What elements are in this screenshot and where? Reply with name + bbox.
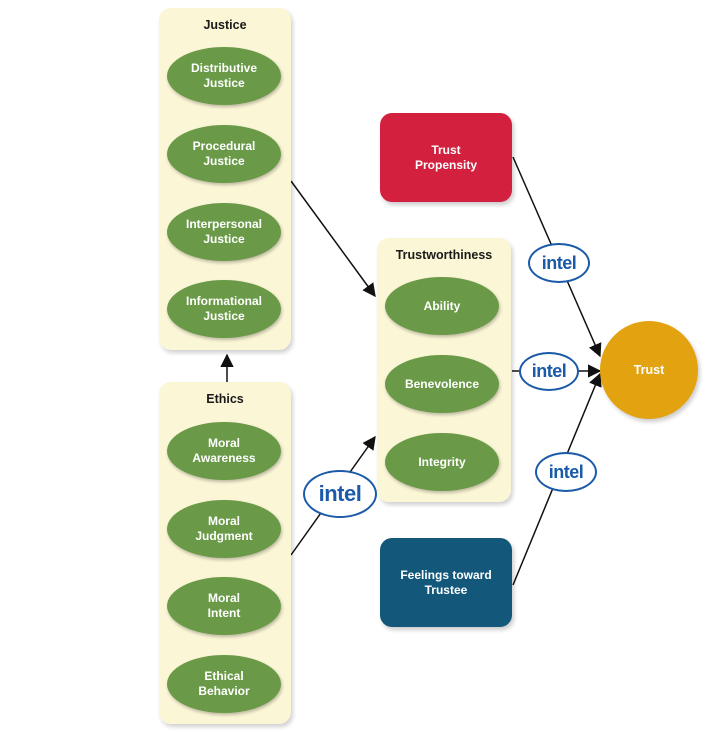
ethics-panel: Ethics Moral Awareness Moral Judgment Mo… xyxy=(159,382,291,724)
distributive-justice-node: Distributive Justice xyxy=(167,47,281,105)
moral-judgment-node: Moral Judgment xyxy=(167,500,281,558)
trustworthiness-panel: Trustworthiness Ability Benevolence Inte… xyxy=(377,238,511,502)
integrity-node: Integrity xyxy=(385,433,499,491)
intel-logo-icon: intel xyxy=(535,452,597,492)
justice-panel: Justice Distributive Justice Procedural … xyxy=(159,8,291,350)
trust-propensity-box: Trust Propensity xyxy=(380,113,512,202)
intel-logo-icon: intel xyxy=(519,352,579,391)
trust-node: Trust xyxy=(600,321,698,419)
procedural-justice-node: Procedural Justice xyxy=(167,125,281,183)
interpersonal-justice-node: Interpersonal Justice xyxy=(167,203,281,261)
feelings-toward-trustee-box: Feelings toward Trustee xyxy=(380,538,512,627)
intel-logo-icon: intel xyxy=(528,243,590,283)
moral-intent-node: Moral Intent xyxy=(167,577,281,635)
trustworthiness-title: Trustworthiness xyxy=(395,248,493,262)
moral-awareness-node: Moral Awareness xyxy=(167,422,281,480)
ethical-behavior-node: Ethical Behavior xyxy=(167,655,281,713)
ability-node: Ability xyxy=(385,277,499,335)
ethics-title: Ethics xyxy=(206,392,244,406)
arrow-justice-to-trustworthiness xyxy=(290,180,376,298)
benevolence-node: Benevolence xyxy=(385,355,499,413)
intel-logo-icon: intel xyxy=(303,470,377,518)
informational-justice-node: Informational Justice xyxy=(167,280,281,338)
justice-title: Justice xyxy=(203,18,247,32)
